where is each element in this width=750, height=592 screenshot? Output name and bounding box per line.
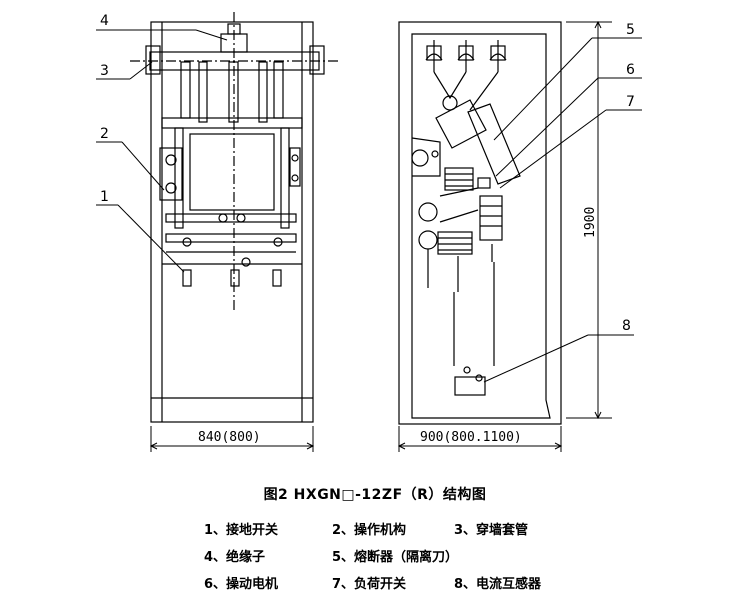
legend: 1、接地开关 2、操作机构 3、穿墙套管 4、绝缘子 5、熔断器（隔离刀） 6、…: [204, 519, 624, 592]
height-label: 1900: [583, 207, 598, 238]
front-view: [96, 12, 340, 452]
callout-2: 2: [100, 126, 109, 142]
figure-caption: 图2 HXGN□-12ZF（R）结构图: [263, 487, 487, 503]
legend-item-1: 1、接地开关: [204, 523, 279, 538]
legend-item-4: 4、绝缘子: [204, 550, 266, 565]
side-view: [397, 20, 642, 452]
legend-item-8: 8、电流互感器: [454, 577, 542, 592]
legend-item-7: 7、负荷开关: [332, 577, 407, 592]
legend-item-blank: [454, 546, 624, 565]
callout-6: 6: [626, 62, 635, 78]
callout-7: 7: [626, 94, 635, 110]
callout-4: 4: [100, 13, 109, 29]
side-width-label: 900(800.1100): [420, 430, 522, 445]
legend-item-6: 6、操动电机: [204, 577, 279, 592]
callout-8: 8: [622, 318, 631, 334]
callout-3: 3: [100, 63, 109, 79]
legend-item-2: 2、操作机构: [332, 523, 407, 538]
legend-item-5: 5、熔断器（隔离刀）: [332, 550, 459, 565]
callout-1: 1: [100, 189, 109, 205]
callout-5: 5: [626, 22, 635, 38]
legend-item-3: 3、穿墙套管: [454, 523, 529, 538]
front-width-label: 840(800): [198, 430, 261, 445]
